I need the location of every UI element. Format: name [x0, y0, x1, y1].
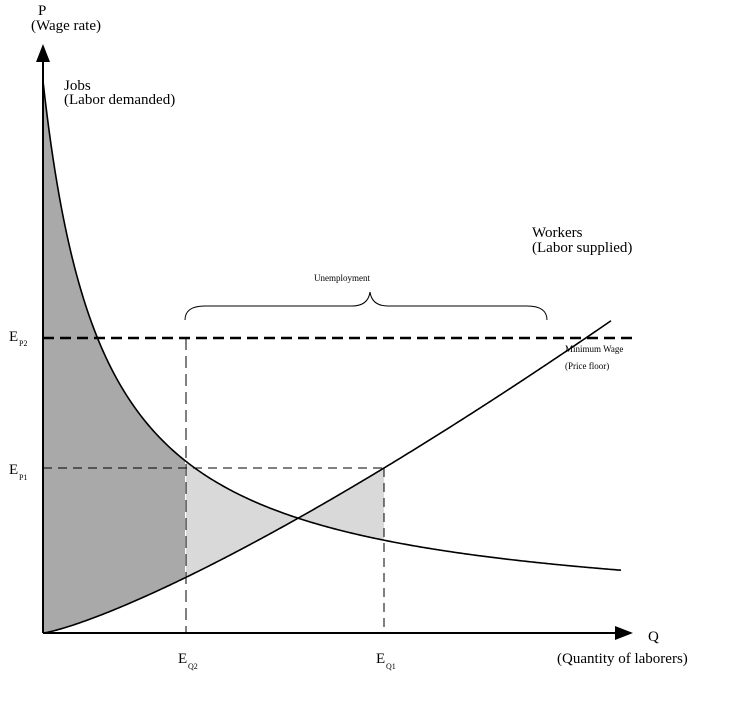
eq2-subscript: Q2: [188, 662, 198, 671]
supply-sublabel: (Labor supplied): [532, 240, 632, 256]
ep2-label: E: [9, 329, 18, 345]
ep2-subscript: P2: [19, 339, 27, 348]
eq1-subscript: Q1: [386, 662, 396, 671]
minimum-wage-label: Minimum Wage: [565, 344, 623, 354]
demand-curve: [42, 80, 622, 572]
x-axis-title: Q: [648, 629, 659, 645]
dark-shaded-region: [43, 81, 185, 633]
eq1-label: E: [376, 651, 385, 667]
light-shaded-region: [186, 461, 384, 578]
x-axis-arrowhead: [615, 626, 633, 640]
ep1-subscript: P1: [19, 473, 27, 482]
supply-curve: [42, 320, 612, 634]
ep1-label: E: [9, 462, 18, 478]
price-floor-label: (Price floor): [565, 361, 609, 371]
unemployment-label: Unemployment: [314, 273, 370, 283]
unemployment-brace: [184, 291, 548, 321]
supply-label: Workers: [532, 225, 583, 241]
demand-sublabel: (Labor demanded): [64, 92, 175, 108]
y-axis-arrowhead: [36, 44, 50, 62]
y-axis-title: P: [38, 3, 46, 19]
demand-label: Jobs: [64, 78, 91, 94]
eq2-label: E: [178, 651, 187, 667]
x-axis-subtitle: (Quantity of laborers): [557, 651, 688, 667]
y-axis-subtitle: (Wage rate): [31, 18, 101, 34]
